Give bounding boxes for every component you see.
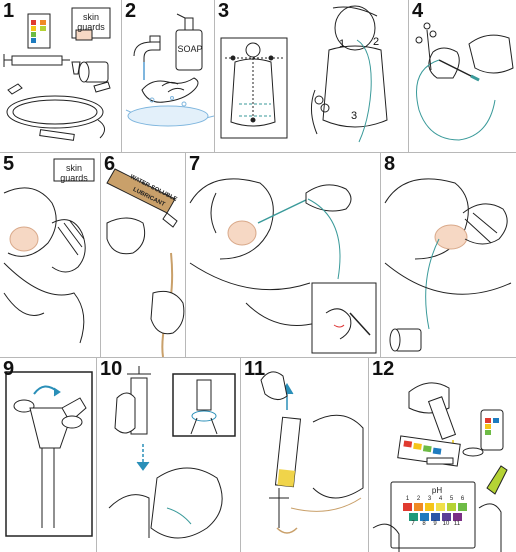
step-number: 4: [412, 0, 424, 22]
ph-value-label: 6: [460, 496, 465, 502]
step-4-panel: 4: [409, 0, 516, 152]
step-9-panel: 9: [0, 358, 96, 552]
ph-value-label: 7: [411, 521, 415, 527]
ph-swatch: [452, 513, 462, 521]
divider: [0, 152, 516, 153]
ph-value-label: 10: [442, 521, 450, 527]
step-6-panel: 6 WATER-SOLUBLE LUBRICANT: [101, 153, 185, 357]
measure-point-1: 1: [339, 38, 346, 50]
tape-tube-illustration: [384, 178, 512, 352]
mark-tube-illustration: [415, 22, 514, 141]
lubricate-tube-illustration: [106, 168, 185, 357]
divider: [380, 152, 381, 357]
measure-tube-illustration: [220, 5, 388, 143]
open-cap-illustration: [5, 371, 93, 537]
ph-swatch: [430, 513, 440, 521]
divider: [96, 357, 97, 552]
step-number: 1: [3, 0, 15, 22]
ph-swatch: [414, 503, 423, 511]
step-number: 6: [104, 153, 116, 175]
measure-point-3: 3: [351, 110, 358, 122]
step-number: 7: [189, 153, 201, 175]
ph-swatch: [436, 503, 445, 511]
step-2-panel: 2 SOAP: [122, 0, 214, 152]
step-number: 10: [100, 358, 123, 380]
step-10-panel: 10: [97, 358, 240, 552]
step-5-panel: 5 skin guards: [0, 153, 100, 357]
ph-swatch: [447, 503, 456, 511]
ph-value-label: 9: [433, 521, 437, 527]
step-number: 11: [244, 358, 266, 380]
ph-swatch: [403, 503, 412, 511]
step-8-panel: 8: [381, 153, 516, 357]
divider: [185, 152, 186, 357]
divider: [214, 0, 215, 152]
step-number: 2: [125, 0, 137, 22]
ph-swatch: [458, 503, 467, 511]
ph-value-label: 3: [427, 496, 432, 502]
ph-swatch: [408, 513, 418, 521]
ph-value-label: 4: [438, 496, 443, 502]
step-number: 3: [218, 0, 230, 22]
step-7-panel: 7: [186, 153, 380, 357]
step-1-panel: 1 skin guards: [0, 0, 121, 152]
step-number: 5: [3, 153, 15, 175]
measure-point-2: 2: [373, 36, 380, 48]
skin-guard-illustration: [3, 158, 95, 344]
ph-value-label: 2: [416, 496, 421, 502]
step-number: 12: [372, 358, 395, 380]
pull-plunger-illustration: [260, 371, 364, 534]
ph-swatch: [419, 513, 429, 521]
ph-swatch: [441, 513, 451, 521]
skin-guards-label: skin guards: [77, 12, 105, 32]
divider: [121, 0, 122, 152]
supplies-illustration: [3, 7, 111, 141]
ph-value-label: 1: [405, 496, 410, 502]
divider: [408, 0, 409, 152]
attach-syringe-illustration: [108, 366, 236, 539]
ph-swatch: [425, 503, 434, 511]
divider: [0, 357, 516, 358]
step-number: 9: [3, 358, 15, 380]
ph-value-label: 8: [422, 521, 426, 527]
skin-guards-label: skin guards: [60, 163, 88, 183]
soap-label: SOAP: [177, 44, 203, 54]
step-number: 8: [384, 153, 396, 175]
ph-value-label: 11: [453, 521, 461, 527]
insert-tube-illustration: [189, 178, 377, 354]
step-11-panel: 11: [241, 358, 368, 552]
ph-label: pH: [431, 486, 443, 495]
hand-washing-illustration: [125, 13, 214, 127]
step-3-panel: 3 1 2 3: [215, 0, 408, 152]
divider: [100, 152, 101, 357]
divider: [240, 357, 241, 552]
ph-value-label: 5: [449, 496, 454, 502]
divider: [368, 357, 369, 552]
